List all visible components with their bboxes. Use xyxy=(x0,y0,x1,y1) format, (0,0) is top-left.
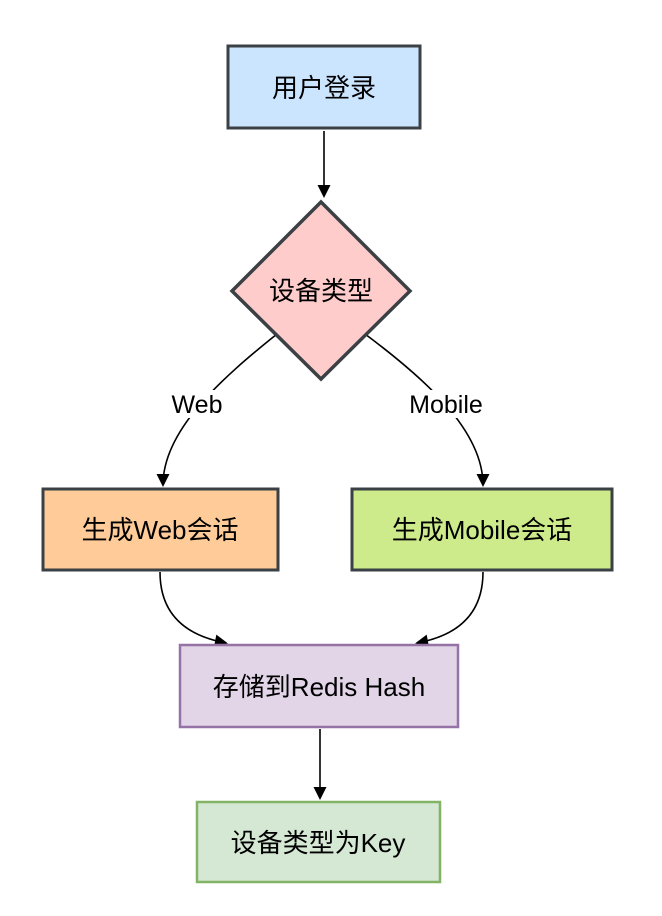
login-node-label: 用户登录 xyxy=(272,73,376,103)
redis-store-node xyxy=(178,643,460,729)
device-type-decision-label: 设备类型 xyxy=(269,276,373,306)
web-branch-label: Web xyxy=(172,391,223,419)
edge-websession-to-redis xyxy=(159,571,228,648)
device-type-decision-node xyxy=(229,199,413,382)
device-key-node-label: 设备类型为Key xyxy=(231,828,406,858)
mobile-session-node-label: 生成Mobile会话 xyxy=(392,515,573,545)
web-branch-label-background xyxy=(167,390,227,418)
web-session-node xyxy=(41,487,280,572)
mobile-branch-label: Mobile xyxy=(409,391,483,419)
edge-mobilesession-to-redis xyxy=(415,571,484,648)
redis-store-node-label: 存储到Redis Hash xyxy=(213,672,425,702)
device-key-node xyxy=(195,800,442,884)
mobile-session-node xyxy=(350,487,614,572)
mobile-branch-label-background xyxy=(404,390,488,418)
web-session-node-label: 生成Web会话 xyxy=(82,515,239,545)
login-node xyxy=(226,44,422,130)
